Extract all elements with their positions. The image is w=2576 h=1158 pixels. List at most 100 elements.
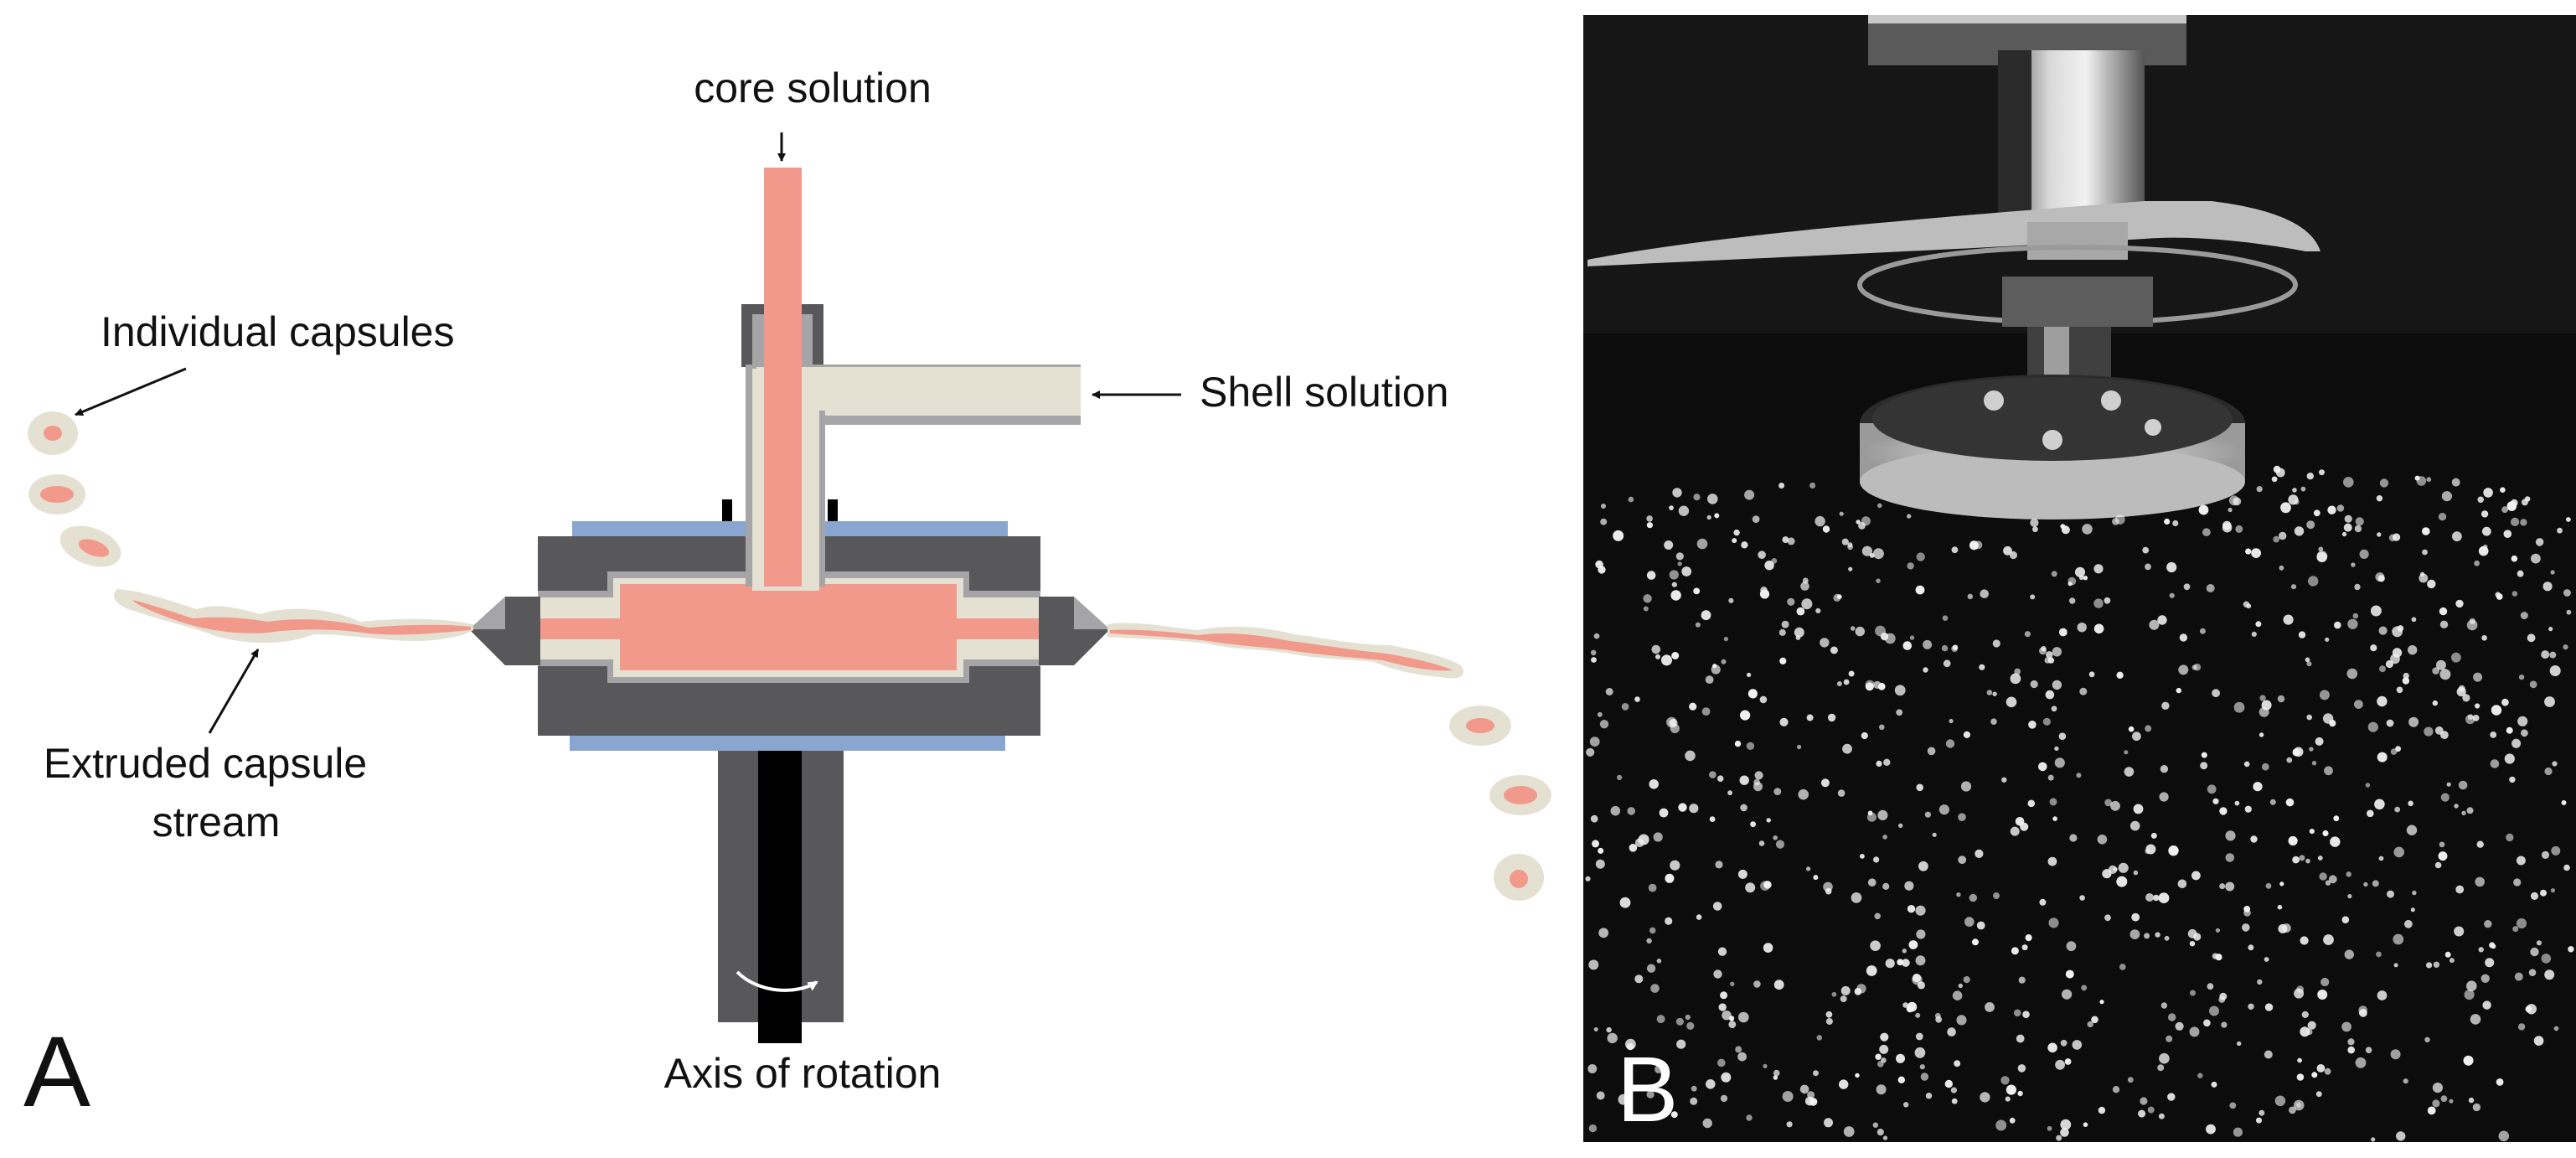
droplet [1773,980,1784,990]
droplet [2193,933,2202,941]
droplet [2394,806,2401,813]
droplet [2160,1002,2168,1009]
droplet [2444,951,2451,958]
droplet [2551,845,2561,856]
droplet [2081,985,2088,991]
droplet [2529,680,2537,689]
droplet [2066,941,2077,952]
droplet [1782,1091,1794,1102]
droplet [1670,1111,1678,1119]
droplet [2568,946,2574,953]
droplet [2320,977,2330,987]
droplet [1677,561,1682,566]
droplet [1720,991,1728,1000]
droplet [2336,504,2345,512]
droplet [2550,570,2555,575]
droplet [2516,918,2527,929]
droplet [2376,495,2383,502]
droplet [2520,519,2527,526]
droplet [1958,856,1967,865]
post-right [828,499,838,521]
droplet [2118,862,2129,873]
droplet [2480,510,2489,518]
droplet [2566,517,2571,522]
droplet [1591,657,1597,663]
droplet [1980,1092,1990,1103]
droplet [1766,818,1771,823]
left-nozzle-collar [505,597,540,665]
droplet [1794,627,1804,638]
droplet [2501,506,2509,514]
droplet [1664,540,1674,550]
droplet [1874,912,1881,920]
droplet [2157,615,2167,625]
droplet [1656,1015,1665,1024]
droplet [2017,1090,2023,1097]
droplet [2370,605,2382,617]
droplet [1963,731,1970,739]
droplet [1858,522,1866,530]
droplet [2483,488,2493,498]
droplet [2219,883,2226,890]
droplet [1754,771,1763,780]
droplet [2015,817,2025,826]
droplet [1610,805,1621,816]
droplet [2166,1035,2173,1042]
droplet [2354,700,2363,709]
droplet [2257,979,2263,985]
droplet [1740,804,1747,812]
droplet [1919,1064,1925,1070]
droplet [1721,659,1727,664]
droplet [2233,1127,2243,1137]
droplet [2022,1011,2030,1018]
droplet [2256,1117,2262,1124]
droplet [2212,689,2221,698]
droplet [1646,964,1656,973]
droplet [2324,766,2333,776]
droplet [2112,1086,2120,1093]
droplet [1806,714,1814,721]
droplet [1646,1090,1655,1099]
droplet [2052,647,2062,657]
droplet [1855,626,1865,637]
droplet [1960,781,1972,792]
droplet [2433,961,2440,969]
droplet [2322,713,2334,724]
droplet [2131,912,2140,922]
droplet [2374,799,2385,810]
droplet [1904,881,1914,891]
droplet [1932,832,1937,837]
droplet [1659,808,1669,818]
droplet [2157,1064,2165,1072]
droplet [1607,1032,1618,1044]
droplet [1599,720,1609,729]
droplet [1848,670,1855,677]
droplet [2153,894,2160,902]
droplet [2455,885,2465,894]
machine-arm [1587,201,2320,266]
droplet [1867,810,1873,816]
rotation-arrow-icon [736,970,818,992]
droplet [2462,694,2470,702]
droplet [2426,477,2432,483]
droplet [2511,738,2522,748]
droplet [2245,548,2252,555]
droplet [2370,644,2377,652]
droplet [2261,700,2272,711]
droplet [2541,850,2550,859]
droplet [1605,688,1613,695]
droplet [2289,1106,2296,1114]
droplet [2403,672,2409,680]
droplet [2251,548,2262,558]
droplet [2404,919,2413,928]
droplet [2048,918,2059,928]
droplet [2512,926,2519,933]
droplet [1830,646,1838,654]
droplet [2104,597,2111,604]
droplet [2028,721,2037,729]
droplet [2330,836,2341,847]
droplet [1595,560,1603,569]
droplet [2424,726,2434,737]
droplet [2212,953,2218,959]
droplet [2544,696,2555,707]
